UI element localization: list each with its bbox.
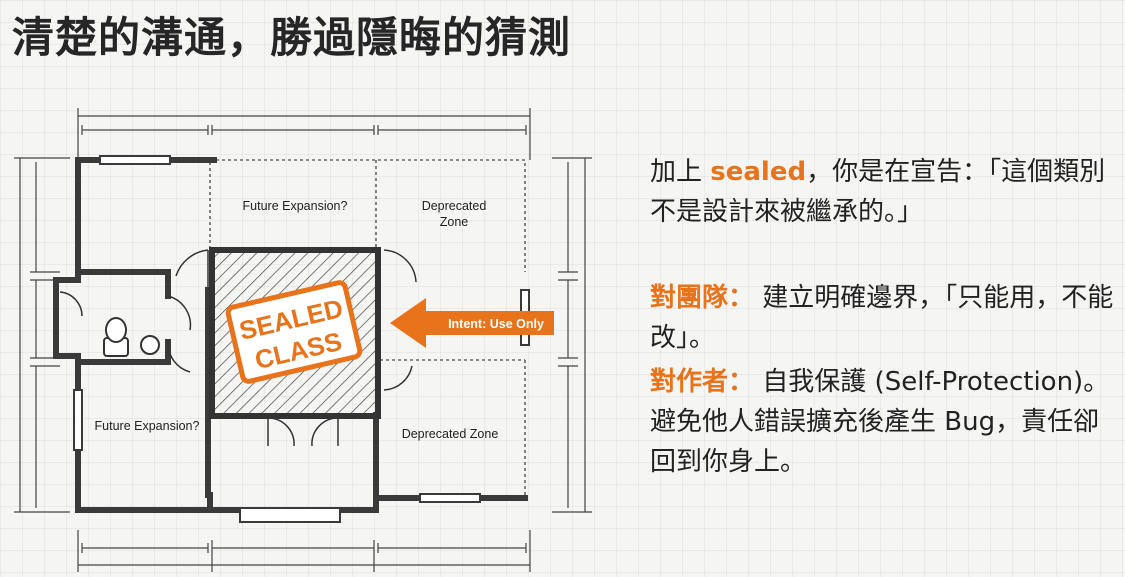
arrow-label: Intent: Use Only [448,317,544,331]
room-label-deprecated-bottom: Deprecated Zone [402,427,499,441]
page-title: 清楚的溝通，勝過隱晦的猜測 [12,13,572,62]
team-label: 對團隊： [650,283,755,313]
author-label: 對作者： [650,367,755,397]
team-text: 建立明確邊界，「只能用，不能改」。 [650,283,1114,353]
intent-arrow: Intent: Use Only [390,298,554,348]
paragraph-sealed: 加上 sealed，你是在宣告：「這個類別不是設計來被繼承的。」 [650,152,1115,232]
paragraph-team: 對團隊： 建立明確邊界，「只能用，不能改」。 [650,278,1115,358]
room-label-deprecated-top-2: Zone [440,215,469,229]
room-label-deprecated-top-1: Deprecated [422,199,487,213]
room-label-future-top: Future Expansion? [243,199,348,213]
p1-rest: ，你是在宣告：「這個類別不是設計來被繼承的。」 [650,157,1106,227]
blueprint-floor-plan: Future Expansion? Deprecated Zone Future… [14,108,592,572]
bathroom-fixtures [103,317,160,357]
p1-prefix: 加上 [650,157,711,187]
room-label-future-left: Future Expansion? [95,419,200,433]
paragraph-author: 對作者： 自我保護 (Self-Protection)。避免他人錯誤擴充後產生 … [650,362,1115,482]
dimension-lines [14,108,592,572]
author-text: 自我保護 (Self-Protection)。避免他人錯誤擴充後產生 Bug，責… [650,367,1110,477]
sealed-keyword: sealed [710,157,807,187]
sealed-class-stamp: SEALED CLASS [225,280,363,384]
